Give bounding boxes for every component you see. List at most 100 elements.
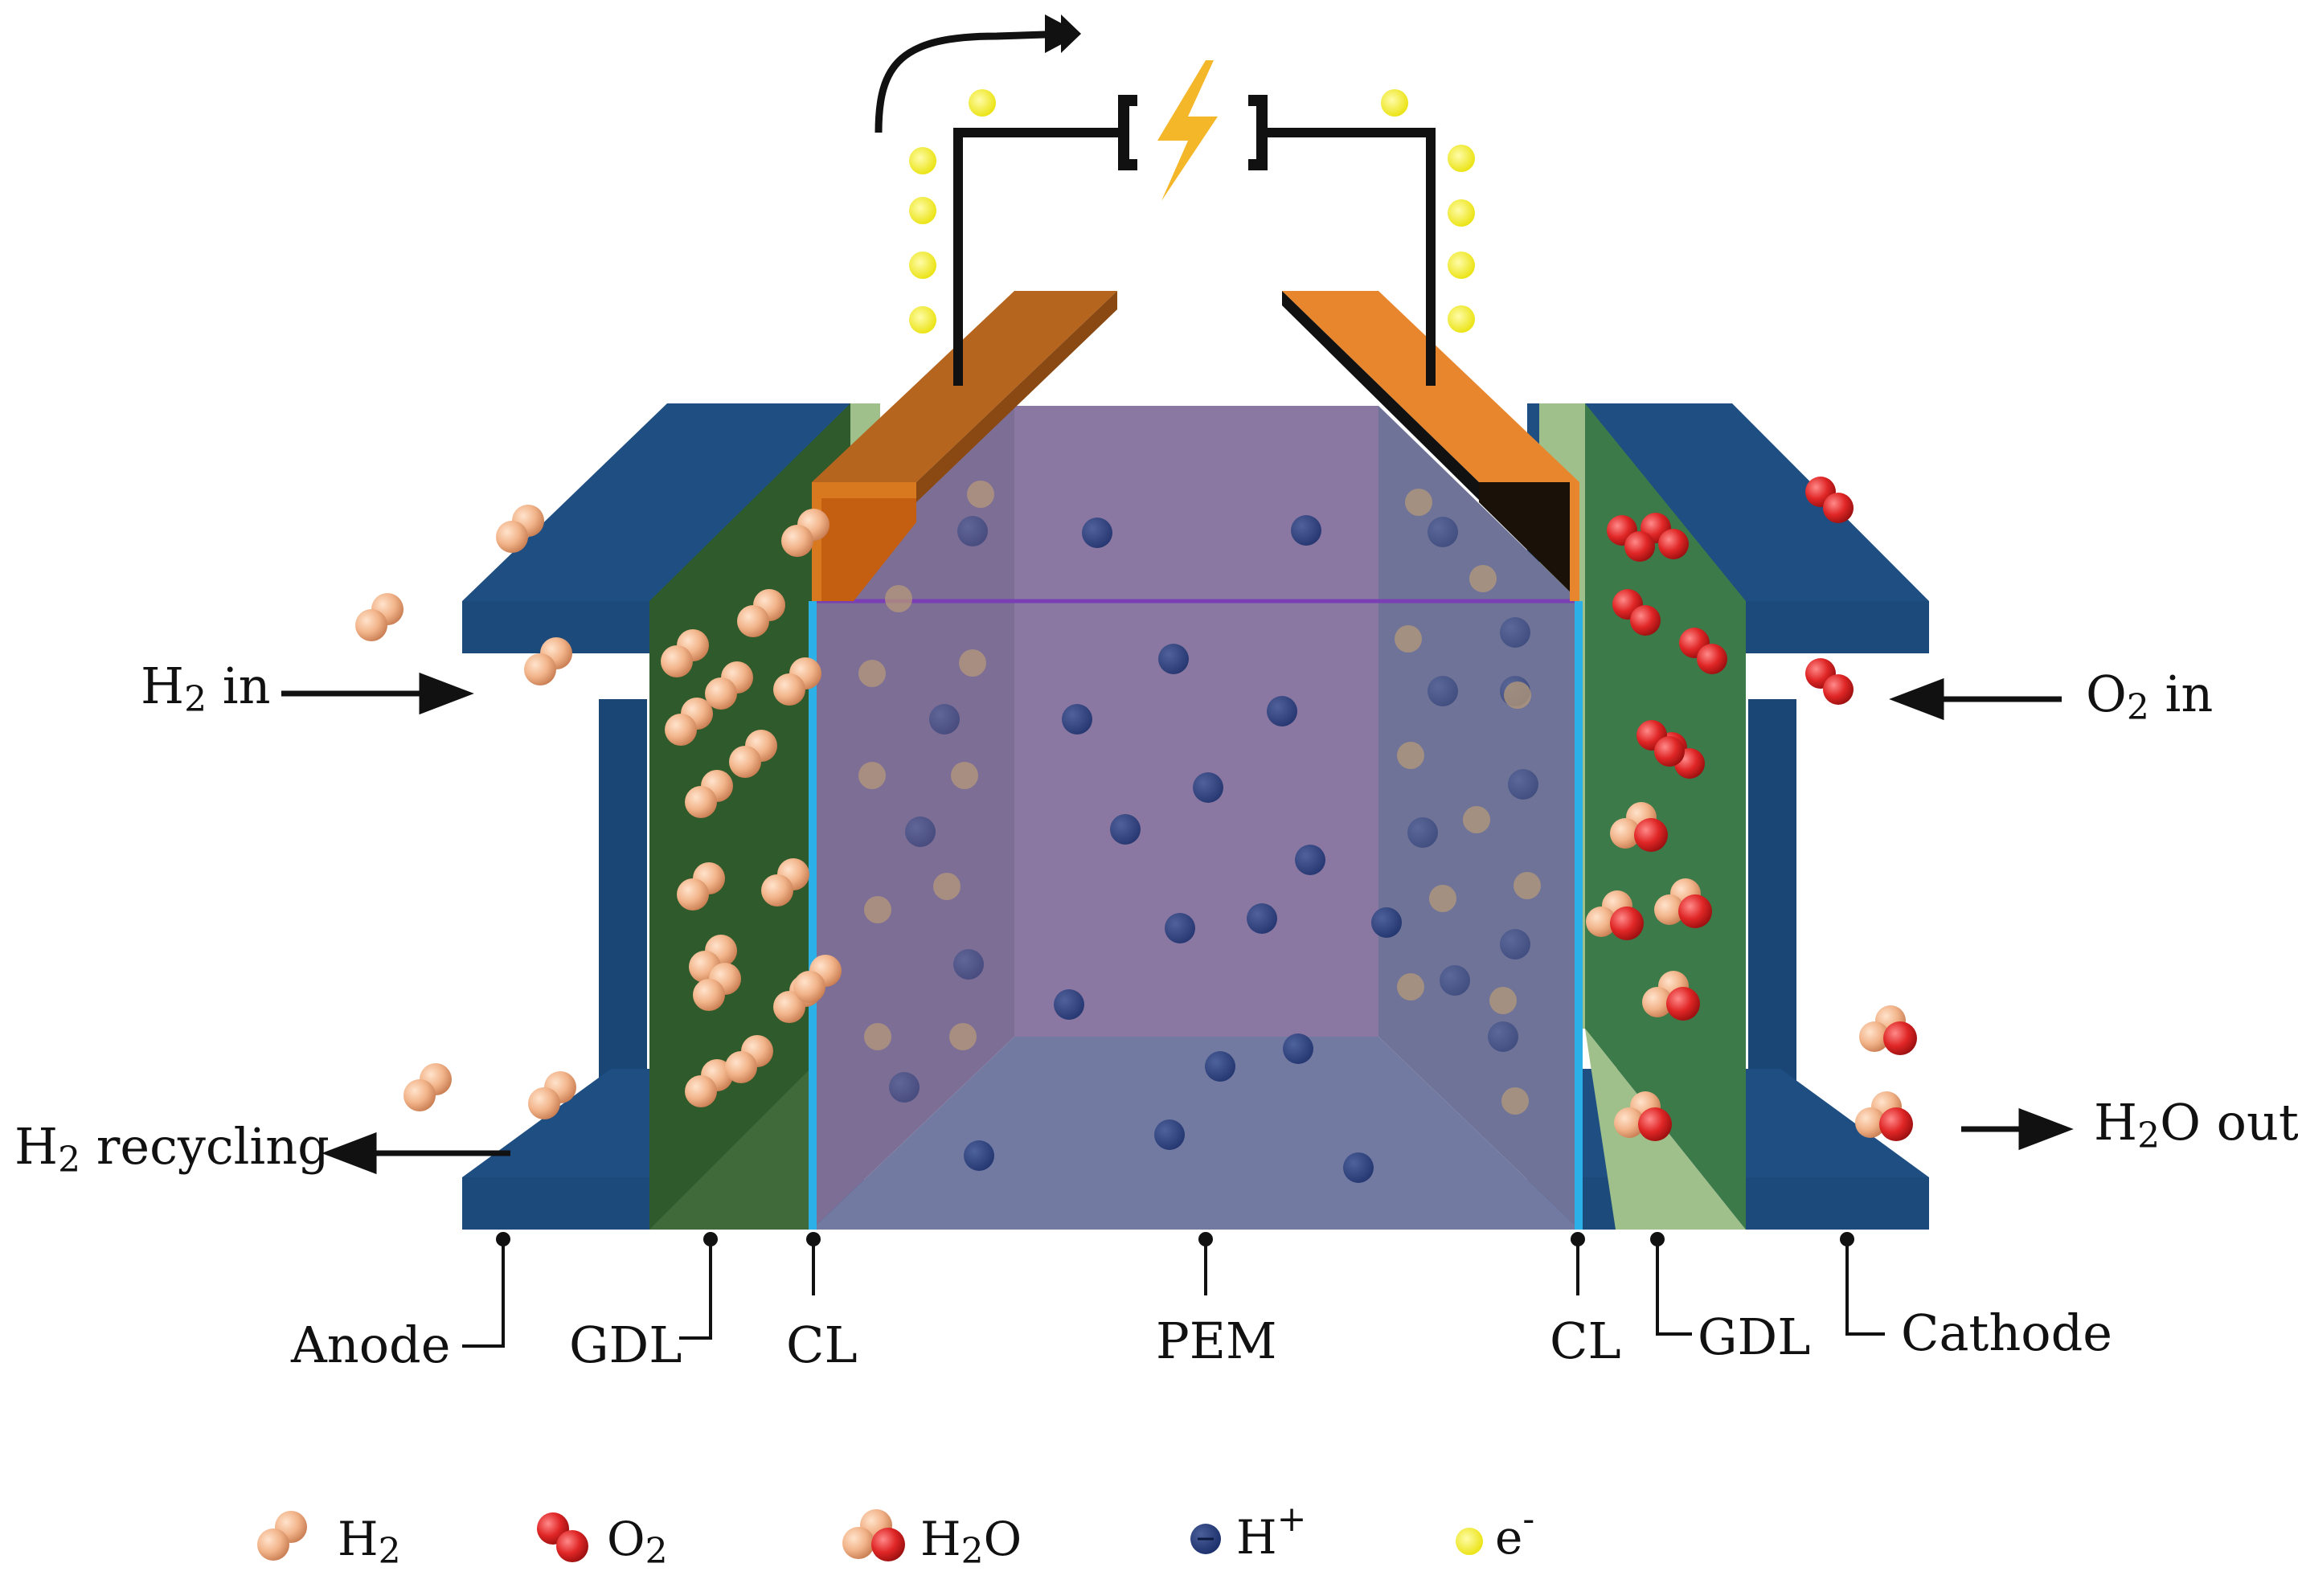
- h2-dissociated-atom: [967, 481, 994, 508]
- h2-dissociated-atom: [933, 873, 961, 900]
- o2-molecule: [1658, 529, 1689, 559]
- proton: [953, 949, 984, 980]
- svg-text:H+: H+: [1236, 1499, 1306, 1565]
- label-h2-in: H2 in: [141, 657, 271, 720]
- anode-terminal: [812, 291, 1117, 601]
- h2-molecule: [685, 786, 717, 818]
- svg-text:H2O: H2O: [920, 1512, 1022, 1572]
- proton: [1205, 1051, 1235, 1082]
- electron-flow-arrow: [875, 14, 1081, 133]
- proton: [1267, 696, 1297, 726]
- proton-icon: [1190, 1524, 1221, 1554]
- proton: [1343, 1152, 1374, 1183]
- proton: [1291, 515, 1321, 546]
- proton: [957, 516, 988, 546]
- proton: [929, 704, 960, 735]
- h2-molecule: [781, 525, 813, 557]
- electron: [1448, 305, 1475, 333]
- h2-molecule: [355, 609, 387, 641]
- proton: [1158, 644, 1189, 674]
- electron: [1448, 145, 1475, 172]
- h2-molecule: [524, 653, 556, 685]
- proton: [1508, 769, 1538, 800]
- h2-molecule: [773, 673, 805, 706]
- proton: [1295, 845, 1325, 875]
- h2-molecule: [761, 874, 793, 906]
- proton: [905, 816, 936, 847]
- h2-dissociated-atom: [949, 1023, 977, 1050]
- label-cl-left: CL: [786, 1316, 858, 1374]
- h2-dissociated-atom: [1429, 885, 1456, 912]
- h2-dissociated-atom: [1397, 742, 1424, 769]
- h2-dissociated-atom: [885, 585, 912, 612]
- h2o-molecule: [1666, 987, 1700, 1021]
- h2o-molecule: [1614, 1107, 1645, 1138]
- fuel-cell-body: [462, 291, 1929, 1230]
- h2-molecule: [528, 1087, 560, 1119]
- label-o2-in: O2 in: [2086, 665, 2213, 728]
- proton: [1500, 929, 1530, 960]
- anode-plate-wall: [599, 699, 647, 1133]
- o2-molecule: [1697, 644, 1727, 674]
- proton: [1082, 518, 1112, 548]
- proton: [1428, 676, 1458, 706]
- proton: [1054, 989, 1084, 1020]
- electron: [909, 197, 936, 224]
- electron: [909, 306, 936, 334]
- legend-item-hplus: H+: [1190, 1499, 1306, 1565]
- legend: H2 O2 H2O H+ e-: [257, 1499, 1534, 1572]
- svg-text:H2: H2: [338, 1512, 401, 1572]
- label-gdl-left: GDL: [569, 1316, 682, 1374]
- o2-molecule: [1823, 493, 1854, 523]
- pem-back: [1014, 406, 1378, 1037]
- h2o-molecule: [1638, 1107, 1672, 1141]
- legend-item-h2o: H2O: [842, 1509, 1022, 1572]
- o2-molecule: [1624, 531, 1655, 562]
- cl-left: [809, 601, 817, 1230]
- leader-lines: [462, 1232, 1885, 1348]
- proton: [1500, 617, 1530, 648]
- proton: [1110, 814, 1141, 845]
- o2-molecule-icon: [537, 1512, 588, 1562]
- h2-molecule: [685, 1075, 717, 1107]
- h2-dissociated-atom: [1489, 987, 1517, 1014]
- proton: [1371, 907, 1402, 938]
- h2-molecule: [793, 971, 825, 1003]
- h2-molecule: [737, 605, 769, 637]
- h2-dissociated-atom: [864, 1023, 891, 1050]
- h2o-molecule-icon: [842, 1509, 905, 1561]
- h2-dissociated-atom: [1397, 973, 1424, 1001]
- h2o-molecule: [1634, 818, 1668, 852]
- svg-text:O2: O2: [607, 1512, 668, 1572]
- label-h2-recycling: H2 recycling: [14, 1117, 330, 1181]
- h2o-molecule: [1642, 987, 1673, 1017]
- proton: [964, 1140, 994, 1171]
- proton: [1428, 517, 1458, 547]
- proton: [1283, 1033, 1313, 1064]
- h2-molecule: [677, 878, 709, 911]
- h2-dissociated-atom: [858, 762, 886, 789]
- h2-molecule: [725, 1051, 757, 1083]
- electron: [1448, 199, 1475, 227]
- cl-right: [1575, 601, 1583, 1230]
- h2-dissociated-atom: [864, 896, 891, 923]
- proton: [1247, 903, 1277, 934]
- label-cl-right: CL: [1550, 1312, 1621, 1370]
- h2-molecule: [665, 714, 697, 746]
- h2-dissociated-atom: [1504, 681, 1531, 709]
- cathode-terminal: [1282, 291, 1579, 601]
- external-circuit: [953, 95, 1436, 386]
- legend-item-electron: e-: [1456, 1499, 1534, 1565]
- proton: [1407, 817, 1438, 848]
- pem-floor: [812, 1037, 1579, 1230]
- h2-molecule: [661, 645, 693, 677]
- h2o-molecule: [1883, 1021, 1917, 1055]
- o2-molecule: [1654, 736, 1685, 767]
- proton: [1165, 913, 1195, 943]
- h2-molecule: [496, 521, 528, 553]
- proton: [1440, 965, 1470, 996]
- o2-molecule: [1630, 605, 1661, 636]
- proton: [1154, 1119, 1185, 1150]
- electron: [969, 89, 996, 117]
